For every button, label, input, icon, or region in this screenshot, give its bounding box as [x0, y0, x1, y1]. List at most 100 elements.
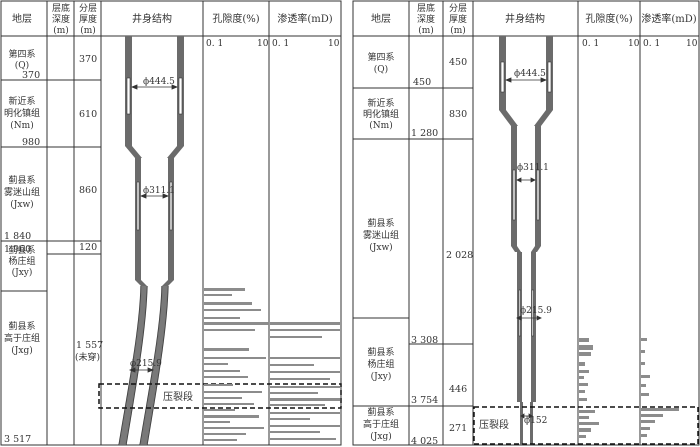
header-depth-r3: (m): [418, 25, 434, 36]
svg-text:蓟县系: 蓟县系: [367, 406, 394, 418]
right-thick-0: 450: [449, 57, 467, 68]
left-perm-bars: [270, 322, 340, 440]
left-porosity-bars: [204, 288, 269, 441]
svg-text:蓟县系: 蓟县系: [367, 217, 394, 229]
header-stratum-r: 地层: [371, 12, 391, 25]
svg-text:(Nm): (Nm): [10, 120, 33, 131]
svg-text:明化镇组: 明化镇组: [363, 108, 399, 120]
right-depth-2: 3 308: [411, 335, 438, 346]
left-depth-0: 370: [22, 70, 40, 81]
svg-text:雾迷山组: 雾迷山组: [4, 186, 40, 198]
svg-text:蓟县系: 蓟县系: [8, 244, 35, 256]
svg-text:(Jxy): (Jxy): [12, 267, 33, 278]
left-thick-0: 370: [79, 54, 97, 65]
header-well-r: 井身结构: [505, 12, 545, 25]
svg-text:(Q): (Q): [15, 60, 29, 71]
header-depth-3: (m): [53, 25, 69, 36]
left-frac-label: 压裂段: [163, 390, 193, 403]
svg-text:第四系: 第四系: [8, 48, 35, 60]
right-frac-label: 压裂段: [479, 418, 509, 431]
left-casing: [125, 36, 184, 286]
svg-text:蓟县系: 蓟县系: [8, 174, 35, 186]
left-thick-4: 1 557: [76, 340, 103, 351]
svg-text:高于庄组: 高于庄组: [363, 418, 399, 430]
header-stratum: 地层: [12, 12, 32, 25]
right-depth-4: 4 025: [411, 436, 438, 447]
right-panel-frame: [352, 0, 700, 446]
svg-text:雾迷山组: 雾迷山组: [363, 229, 399, 241]
right-porosity-bars: [579, 338, 599, 438]
right-frac-box: [473, 406, 699, 445]
left-panel-frame: [0, 0, 342, 446]
right-casing-label-4: ϕ152: [524, 416, 547, 426]
right-depth-0: 450: [413, 77, 431, 88]
perm-min-r: 0. 1: [643, 39, 660, 49]
right-depth-3: 3 754: [411, 395, 438, 406]
header-thick-r2: 厚度: [449, 13, 467, 25]
left-strata: 第四系 (Q) 370 370 新近系 明化镇组 (Nm) 980 610 蓟县…: [4, 48, 103, 445]
right-headers: 地层 层底 深度 (m) 分层 厚度 (m) 井身结构 孔隙度(%) 渗透率(m…: [371, 2, 698, 49]
left-depth-2: 1 840: [4, 231, 31, 242]
left-depth-1: 980: [22, 137, 40, 148]
right-casing-label-1: ϕ444.5: [514, 69, 546, 79]
left-casing-label-3: ϕ215.9: [130, 359, 162, 369]
right-perm-bars: [641, 338, 679, 437]
left-casing-label-2: ϕ311.1: [143, 186, 175, 196]
right-depth-1: 1 280: [411, 128, 438, 139]
header-porosity: 孔隙度(%): [212, 12, 259, 25]
porosity-min: 0. 1: [206, 39, 223, 49]
svg-text:(Jxw): (Jxw): [369, 242, 392, 253]
header-thick-r3: (m): [450, 25, 466, 36]
svg-text:第四系: 第四系: [367, 51, 394, 63]
svg-text:明化镇组: 明化镇组: [4, 107, 40, 119]
left-thick-1: 610: [79, 109, 97, 120]
right-dim-arrows: [504, 77, 548, 419]
header-permeability: 渗透率(mD): [277, 12, 332, 25]
left-headers: 地层 层底 深度 (m) 分层 厚度 (m) 井身结构 孔隙度(%) 渗透率(m…: [12, 2, 340, 49]
right-casing-label-3: ϕ215.9: [520, 306, 552, 316]
svg-text:蓟县系: 蓟县系: [8, 320, 35, 332]
left-casing-windows: [126, 77, 183, 231]
header-thick-3: (m): [80, 25, 96, 36]
right-casing-label-2: ϕ311.1: [517, 163, 549, 173]
svg-text:(Jxg): (Jxg): [370, 431, 391, 442]
left-note-4: (未穿): [75, 351, 100, 363]
right-strata: 第四系 (Q) 450 450 新近系 明化镇组 (Nm) 1 280 830 …: [363, 51, 473, 447]
right-thick-1: 830: [449, 109, 467, 120]
right-casing-windows: [500, 61, 552, 337]
header-porosity-r: 孔隙度(%): [585, 12, 632, 25]
svg-text:高于庄组: 高于庄组: [4, 332, 40, 344]
header-thick-2: 厚度: [79, 13, 97, 25]
header-well: 井身结构: [132, 12, 172, 25]
header-depth-2: 深度: [52, 13, 70, 25]
header-thick-1: 分层: [79, 3, 97, 14]
svg-text:新近系: 新近系: [8, 95, 35, 107]
right-casing: [499, 36, 553, 445]
svg-text:(Nm): (Nm): [369, 120, 392, 131]
left-thick-2: 860: [79, 185, 97, 196]
perm-min: 0. 1: [272, 39, 289, 49]
header-depth-1: 层底: [52, 2, 70, 14]
svg-text:(Jxg): (Jxg): [11, 345, 32, 356]
left-thick-3: 120: [79, 242, 97, 253]
left-dim-arrows: [128, 84, 179, 373]
left-liner-fill: [119, 286, 168, 445]
svg-text:(Q): (Q): [374, 64, 388, 75]
svg-text:(Jxy): (Jxy): [371, 371, 392, 382]
left-depth-3: 1 960: [4, 244, 31, 255]
header-depth-r2: 深度: [417, 13, 435, 25]
header-depth-r1: 层底: [417, 2, 435, 14]
left-casing-label-1: ϕ444.5: [143, 77, 175, 87]
header-permeability-r: 渗透率(mD): [641, 12, 696, 25]
perm-max: 10: [328, 39, 340, 49]
porosity-max: 10: [257, 39, 269, 49]
svg-text:杨庄组: 杨庄组: [367, 358, 394, 370]
porosity-min-r: 0. 1: [582, 39, 599, 49]
header-thick-r1: 分层: [449, 3, 467, 14]
svg-text:(Jxw): (Jxw): [10, 199, 33, 210]
perm-max-r: 10: [686, 39, 698, 49]
svg-text:新近系: 新近系: [367, 97, 394, 109]
porosity-max-r: 10: [628, 39, 640, 49]
svg-text:杨庄组: 杨庄组: [8, 255, 35, 267]
